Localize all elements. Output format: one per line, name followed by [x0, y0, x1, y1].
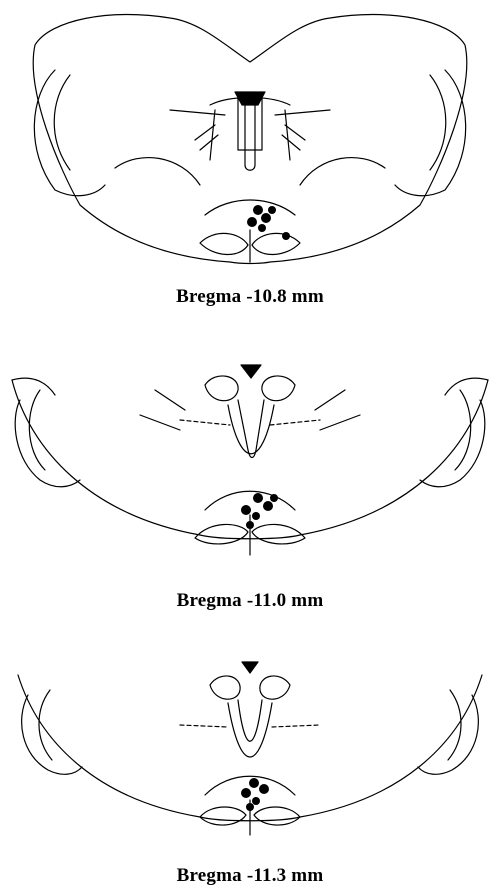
section-bregma-11-3: Bregma -11.3 mm [0, 665, 500, 894]
caption-bregma-11-0: Bregma -11.0 mm [0, 590, 500, 612]
section-bregma-10-8: Bregma -10.8 mm [0, 0, 500, 320]
brain-section-1-drawing [0, 0, 500, 280]
brain-section-2-drawing [0, 360, 500, 560]
caption-bregma-10-8: Bregma -10.8 mm [0, 286, 500, 308]
caption-bregma-11-3: Bregma -11.3 mm [0, 865, 500, 887]
brain-section-3-drawing [0, 665, 500, 865]
section-bregma-11-0: Bregma -11.0 mm [0, 360, 500, 620]
